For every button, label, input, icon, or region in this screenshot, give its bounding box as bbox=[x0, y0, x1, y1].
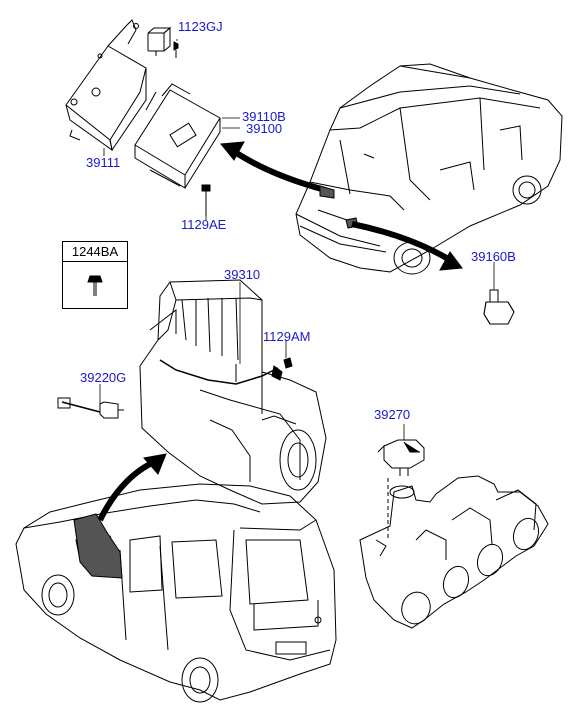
screw-1129ae-drawing bbox=[202, 185, 210, 216]
label-1129ae: 1129AE bbox=[181, 217, 227, 232]
label-39310: 39310 bbox=[224, 267, 261, 282]
label-1129am: 1129AM bbox=[263, 329, 311, 344]
ecu-bracket-drawing bbox=[66, 20, 146, 150]
manifold-drawing bbox=[360, 476, 548, 628]
label-1244ba: 1244BA bbox=[63, 242, 127, 262]
sensor-39220g-drawing bbox=[58, 398, 124, 418]
relay-1123gj-drawing bbox=[148, 28, 178, 58]
van-bottom-left-drawing bbox=[16, 484, 336, 702]
label-39160b: 39160B bbox=[471, 249, 516, 264]
label-1123gj: 1123GJ bbox=[178, 19, 223, 34]
label-39111: 39111 bbox=[86, 155, 121, 170]
arrow-van-to-engine bbox=[100, 454, 166, 520]
label-39100: 39100 bbox=[246, 121, 283, 136]
engine-drawing bbox=[140, 280, 326, 504]
part-box-1244ba: 1244BA bbox=[62, 241, 128, 309]
leader-lines bbox=[100, 40, 494, 440]
van-top-right-drawing bbox=[296, 64, 562, 274]
arrow-van-to-ecu bbox=[221, 142, 325, 190]
relay-39160b-drawing bbox=[484, 290, 514, 324]
label-39110b: 39110B bbox=[242, 109, 286, 124]
arrow-van-to-relay bbox=[352, 224, 462, 270]
label-39220g: 39220G bbox=[80, 370, 127, 385]
bolt-1244ba-drawing bbox=[88, 276, 102, 296]
label-39270: 39270 bbox=[374, 407, 411, 422]
ecu-module-drawing bbox=[135, 84, 220, 188]
